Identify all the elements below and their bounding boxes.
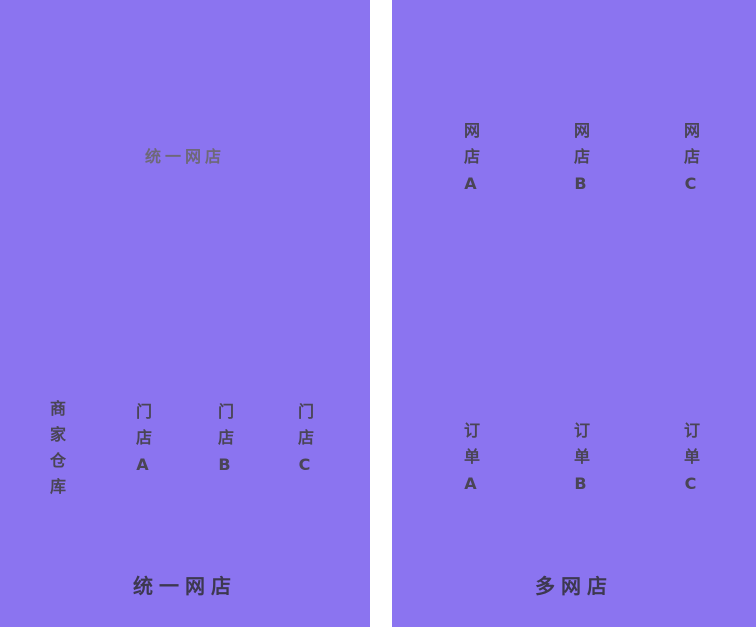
unified-store-title: 统一网店: [133, 574, 237, 598]
order-a-label: 订单A: [461, 422, 480, 503]
order-b-label: 订单B: [571, 422, 590, 503]
online-shop-b-label: 网店B: [571, 122, 590, 203]
store-c-label: 门店C: [295, 403, 314, 484]
online-shop-c-label: 网店C: [681, 122, 700, 203]
online-shop-a-label: 网店A: [461, 122, 480, 203]
store-b-label: 门店B: [215, 403, 234, 484]
merchant-warehouse-label: 商家仓库: [47, 400, 66, 504]
multi-store-panel: 网店A 网店B 网店C 订单A 订单B 订单C 多网店: [392, 0, 756, 627]
unified-store-panel: 统一网店 商家仓库 门店A 门店B 门店C 统一网店: [0, 0, 370, 627]
unified-store-header-label: 统一网店: [144, 147, 225, 166]
multi-store-title: 多网店: [535, 574, 613, 598]
store-a-label: 门店A: [133, 403, 152, 484]
order-c-label: 订单C: [681, 422, 700, 503]
